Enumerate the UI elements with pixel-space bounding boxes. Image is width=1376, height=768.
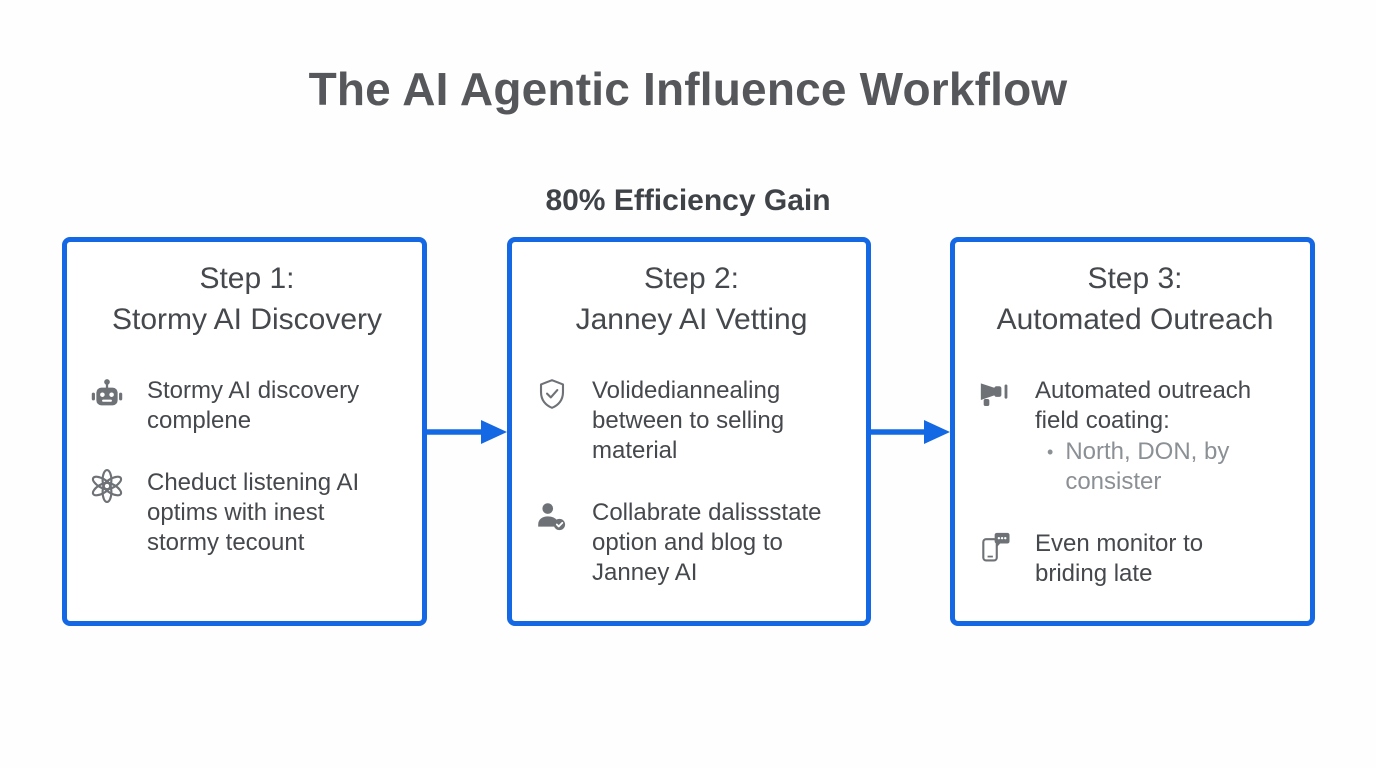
bullet-text: Automated outreach field coating: • Nort… <box>1035 376 1267 497</box>
step-2-title-line1: Step 2: <box>643 262 740 295</box>
step-3-title-line1: Step 3: <box>1087 262 1183 295</box>
step-3-title-line2: Automated Outreach <box>996 303 1274 336</box>
bullet-text: Volidediannealing between to selling mat… <box>592 377 785 464</box>
step-1-header: Step 1: Stormy AI Discovery <box>90 258 404 340</box>
step-1-title-line1: Step 1: <box>199 262 295 295</box>
bullet-dot: • <box>1047 442 1054 462</box>
efficiency-gain-label: 80% Efficiency Gain <box>545 184 831 217</box>
arrow-right-icon <box>871 420 950 444</box>
megaphone-icon <box>978 377 1012 411</box>
bullet-text: Collabrate dalissstate option and blog t… <box>592 499 822 586</box>
step-1-box: Step 1: Stormy AI Discovery <box>62 237 427 626</box>
step-2-header: Step 2: Janney AI Vetting <box>535 258 848 340</box>
list-item: Even monitor to briding late <box>978 529 1292 589</box>
robot-icon <box>90 377 124 411</box>
list-item: Cheduct listening AI optims with inest s… <box>90 468 404 558</box>
step-3-box: Step 3: Automated Outreach Automated out… <box>950 237 1315 626</box>
phone-chat-icon <box>978 530 1012 564</box>
bullet-main-text: Automated outreach field coating: <box>1035 377 1252 434</box>
step-3-header: Step 3: Automated Outreach <box>978 258 1292 340</box>
step-1-title-line2: Stormy AI Discovery <box>111 303 383 336</box>
bullet-text: Even monitor to briding late <box>1035 530 1204 587</box>
list-item: Collabrate dalissstate option and blog t… <box>535 498 848 588</box>
list-item: Automated outreach field coating: • Nort… <box>978 376 1292 497</box>
arrow-right-icon <box>427 420 507 444</box>
sub-bullet: • North, DON, by consister <box>1047 437 1267 497</box>
openai-icon <box>90 469 124 503</box>
step-3-bullets: Automated outreach field coating: • Nort… <box>978 376 1292 589</box>
step-2-box: Step 2: Janney AI Vetting Volidedianneal… <box>507 237 871 626</box>
shield-check-icon <box>535 377 569 411</box>
list-item: Stormy AI discovery complene <box>90 376 404 436</box>
step-2-title-line2: Janney AI Vetting <box>575 303 808 336</box>
page-title: The AI Agentic Influence Workflow <box>308 63 1068 115</box>
step-2-bullets: Volidediannealing between to selling mat… <box>535 376 848 588</box>
sub-bullet-text: North, DON, by consister <box>1065 438 1230 495</box>
bullet-text: Cheduct listening AI optims with inest s… <box>147 469 360 556</box>
step-1-bullets: Stormy AI discovery complene <box>90 376 404 558</box>
bullet-text: Stormy AI discovery complene <box>147 377 360 434</box>
list-item: Volidediannealing between to selling mat… <box>535 376 848 466</box>
person-check-icon <box>535 499 569 533</box>
